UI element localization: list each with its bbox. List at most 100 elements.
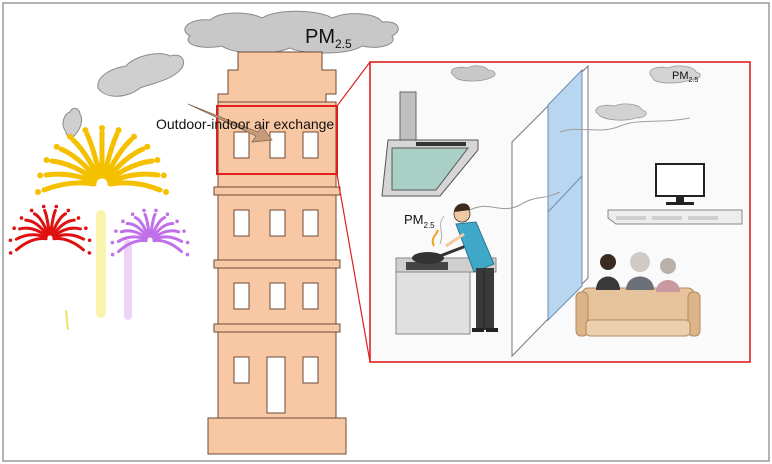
firework-spark (87, 238, 92, 243)
firework-ray (106, 158, 155, 183)
firework-spark (175, 219, 179, 224)
firework-spark (165, 212, 170, 217)
firework-spark (54, 204, 59, 209)
smog-cloud-icon (450, 65, 496, 82)
firework-ray (107, 171, 161, 185)
firework-ray (51, 218, 76, 237)
firework-ray (152, 235, 184, 243)
building-window (269, 131, 286, 159)
firework-ray (151, 222, 175, 239)
firework-spark (185, 240, 190, 245)
building-window (233, 356, 250, 384)
firework-ray (125, 222, 149, 239)
firework-spark (67, 133, 73, 140)
pm-room-label: PM2.5 (672, 70, 698, 84)
firework-ray (119, 229, 148, 240)
firework-spark (130, 212, 135, 217)
firework-spark (182, 229, 186, 233)
firework-spark (131, 133, 137, 140)
connector-line (336, 173, 371, 363)
firework-ray (58, 146, 99, 181)
firework-icon (8, 125, 190, 331)
firework-spark (185, 252, 190, 257)
building-window (302, 282, 319, 310)
firework-spark (144, 143, 151, 150)
firework-ray (52, 237, 85, 252)
firework-spark (110, 252, 115, 257)
exchange-label: Outdoor-indoor air exchange (156, 116, 334, 132)
building-window (233, 209, 250, 237)
firework-spark (76, 216, 81, 220)
smog-cloud-icon (649, 65, 701, 84)
firework-spark (154, 208, 158, 213)
person-cook-icon (445, 203, 498, 332)
firework-ray (143, 212, 151, 238)
sofa-icon (575, 287, 701, 337)
firework-spark (66, 208, 71, 213)
firework-spark (121, 219, 125, 224)
firework-ray (103, 137, 134, 180)
firework-spark (163, 189, 169, 195)
firework-spark (35, 189, 41, 195)
firework-ray (84, 131, 103, 179)
firework-ray (116, 235, 148, 243)
building-window (302, 209, 319, 237)
smog-cloud-icon (595, 103, 647, 121)
firework-ray (49, 208, 57, 236)
firework-spark (142, 208, 146, 213)
building-window (233, 282, 250, 310)
firework-ray (107, 180, 163, 193)
firework-spark (99, 125, 105, 131)
family-icon (596, 252, 680, 292)
firework-ray (101, 131, 120, 179)
pm-top-label: PM2.5 (305, 26, 352, 51)
firework-spark (82, 127, 89, 134)
firework-spark (37, 172, 44, 179)
firework-ray (52, 233, 86, 241)
firework-spark (41, 204, 46, 209)
firework-ray (43, 171, 97, 185)
firework-ray (49, 158, 98, 183)
firework-spark (19, 216, 24, 220)
building-window (302, 356, 319, 384)
firework-spark (115, 127, 122, 134)
firework-ray (32, 212, 50, 236)
building-window (302, 131, 319, 159)
firework-ray (105, 146, 146, 181)
firework-ray (15, 237, 48, 252)
firework-ray (18, 226, 48, 238)
smog-cloud-icon (184, 10, 399, 54)
building-window (233, 131, 250, 159)
range-hood-icon (381, 91, 479, 197)
building-icon (207, 51, 347, 455)
firework-spark (29, 208, 34, 213)
firework-ray (41, 180, 97, 193)
firework-spark (110, 240, 115, 245)
firework-ray (14, 233, 48, 241)
connector-line (336, 61, 371, 107)
firework-spark (43, 157, 50, 163)
firework-spark (87, 251, 92, 255)
firework-ray (116, 239, 148, 254)
building-window (269, 282, 286, 310)
firework-ray (149, 212, 157, 238)
firework-spark (84, 226, 88, 231)
firework-spark (12, 226, 16, 231)
firework-spark (8, 251, 13, 255)
firework-ray (50, 212, 68, 236)
firework-spark (160, 172, 167, 179)
firework-ray (43, 208, 51, 236)
pm-kitchen-label: PM2.5 (404, 212, 435, 230)
firework-ray (152, 229, 181, 240)
smog-cloud-icon (97, 53, 185, 97)
firework-ray (70, 137, 101, 180)
firework-ray (150, 216, 167, 238)
tv-icon (607, 163, 743, 225)
firework-ray (24, 218, 49, 237)
firework-spark (154, 157, 161, 163)
highlight-floor-box (216, 105, 338, 175)
firework-spark (114, 229, 118, 233)
building-window (269, 209, 286, 237)
